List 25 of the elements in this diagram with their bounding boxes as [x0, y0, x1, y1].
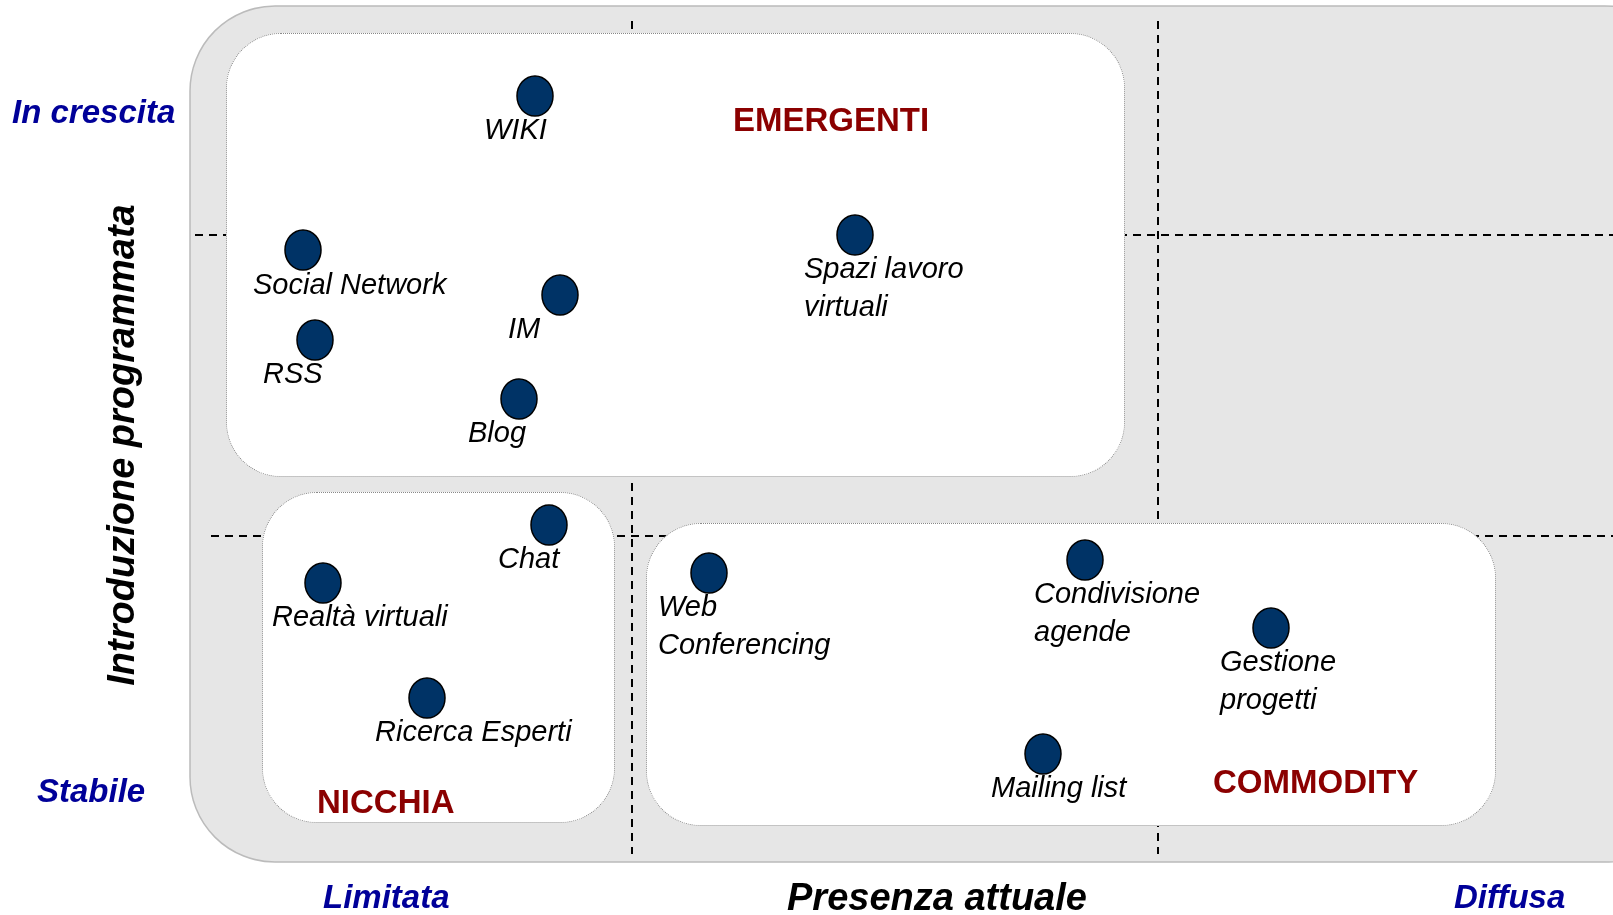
point-label: RSS [263, 356, 323, 391]
region-title: COMMODITY [1213, 765, 1419, 798]
axis-title: Presenza attuale [787, 878, 1087, 915]
point-label: Gestione progetti [1220, 644, 1338, 717]
region-box [646, 523, 1496, 826]
point-label: Condivisione agende [1034, 576, 1202, 649]
point-label: Realtà virtuali [272, 599, 448, 634]
point-label: WIKI [484, 112, 547, 147]
axis-title: Introduzione programmata [102, 204, 140, 686]
point-label: Web Conferencing [658, 589, 832, 662]
point-label: IM [508, 311, 541, 346]
point-label: Spazi lavoro virtuali [804, 251, 965, 324]
point-label: Blog [468, 415, 527, 450]
point-label: Social Network [253, 267, 447, 302]
region-title: EMERGENTI [733, 103, 930, 136]
region-title: NICCHIA [317, 785, 455, 818]
axis-label: Stabile [37, 773, 146, 807]
axis-label: In crescita [12, 94, 176, 128]
axis-label: Limitata [323, 879, 450, 913]
point-label: Ricerca Esperti [375, 714, 572, 749]
region-box [226, 33, 1125, 477]
point-label: Chat [498, 541, 560, 576]
region-box [262, 492, 615, 823]
axis-label: Diffusa [1454, 879, 1566, 913]
point-label: Mailing list [991, 770, 1127, 805]
